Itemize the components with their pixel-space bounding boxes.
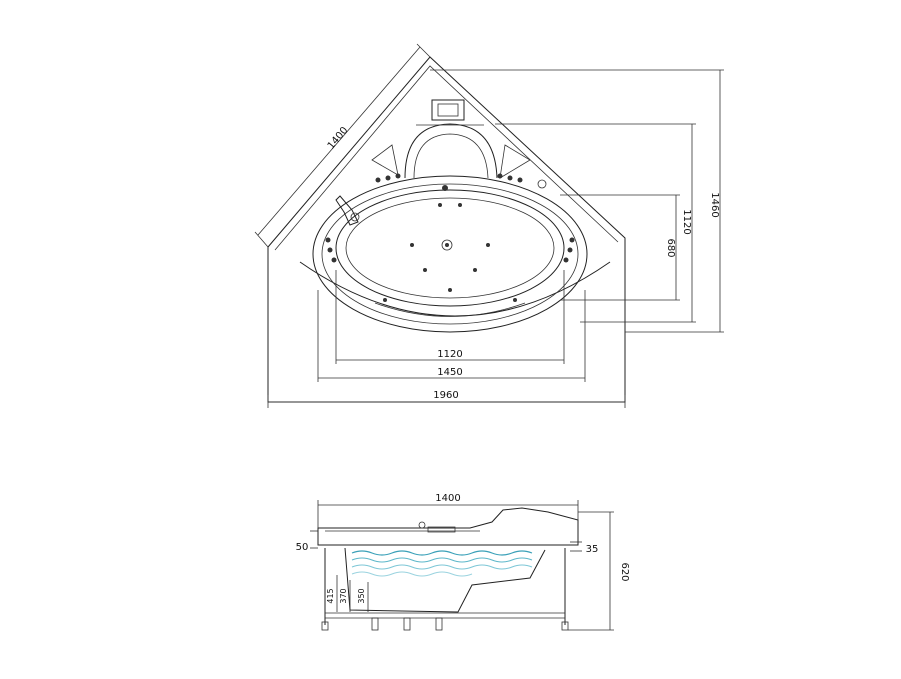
- side-view: 1400 50 35 620 415 370 350: [296, 493, 630, 631]
- frame: [321, 548, 569, 631]
- basin: [335, 189, 565, 307]
- leg-foot: [371, 617, 379, 631]
- dim-side-length-label: 1400: [435, 493, 460, 504]
- dim-d3-label: 350: [357, 588, 366, 603]
- dim-depths: 415 370 350: [326, 575, 369, 612]
- dim-depth-mid-label: 1120: [681, 209, 692, 234]
- dim-step: 35: [570, 541, 599, 555]
- dim-rim-label: 50: [296, 542, 309, 553]
- faucet-knob: [350, 212, 360, 222]
- dim-height-label: 620: [619, 562, 630, 581]
- basin-floor: [345, 197, 555, 299]
- right-corner-deco: [499, 144, 531, 179]
- tub-front-arc: [299, 261, 611, 317]
- water: [351, 550, 533, 577]
- dim-height: 620: [568, 511, 630, 631]
- tub-outline: [267, 56, 626, 403]
- seat-line: [374, 302, 526, 317]
- leg-foot: [435, 617, 443, 631]
- backrest-arch: [404, 123, 498, 179]
- jets: [325, 173, 575, 302]
- dim-rim: 50: [296, 530, 318, 553]
- plan-view: 1400 1460 1120 680 1120 1450: [254, 43, 724, 408]
- tub-side-profile: [317, 507, 579, 546]
- dim-d1-label: 415: [326, 588, 335, 603]
- rim-fitting: [427, 526, 456, 533]
- dim-right: 1460 1120 680: [430, 69, 724, 333]
- tub-rim-inner-line: [274, 65, 619, 251]
- leg-foot: [561, 621, 569, 631]
- dim-width-outer-label: 1960: [433, 390, 458, 401]
- faucet-icon: [335, 195, 359, 226]
- basin-rim: [312, 175, 588, 333]
- control-panel: [431, 99, 465, 121]
- dim-diagonal-label: 1400: [326, 125, 351, 152]
- basin-rim-inner: [321, 183, 579, 325]
- rim-control-icon: [418, 521, 426, 529]
- leg-foot: [403, 617, 411, 631]
- backrest-arch-inner: [413, 133, 489, 179]
- pillow-jet-icon: [537, 179, 547, 189]
- dim-bottom: 1120 1450 1960: [267, 270, 626, 408]
- dim-depth-outer-label: 1460: [709, 192, 720, 217]
- dim-side-length: 1400: [317, 493, 579, 528]
- basin-side: [344, 547, 546, 613]
- drain-icon: [441, 239, 453, 251]
- dim-diagonal: 1400: [254, 43, 431, 248]
- dim-width-mid-label: 1450: [437, 367, 462, 378]
- dim-width-inner-label: 1120: [437, 349, 462, 360]
- dim-step-label: 35: [586, 544, 599, 555]
- dim-d2-label: 370: [339, 588, 348, 603]
- leg-foot: [321, 621, 329, 631]
- left-corner-deco: [371, 144, 399, 176]
- control-panel-screen: [437, 103, 459, 117]
- dim-depth-inner-label: 680: [665, 238, 676, 257]
